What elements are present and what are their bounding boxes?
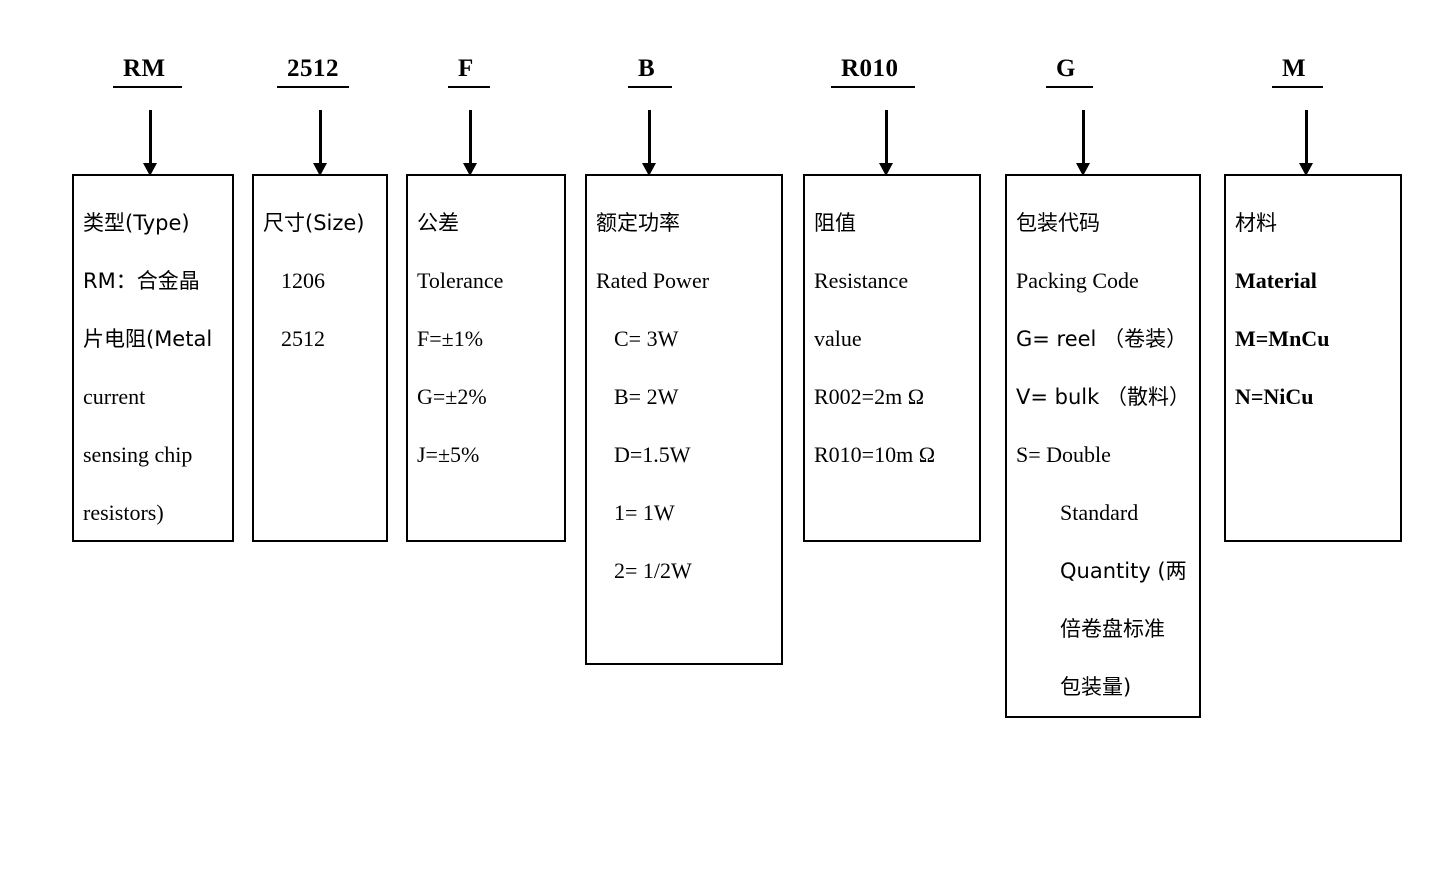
field-line: B= 2W (614, 384, 679, 409)
field-line: 倍卷盘标准 (1060, 617, 1165, 641)
part-code-label-rated-power: B (628, 54, 672, 88)
part-code-label-packing-code: G (1046, 54, 1093, 88)
field-line: F=±1% (417, 326, 484, 351)
field-line: M=MnCu (1235, 326, 1330, 351)
field-line: 尺寸(Size) (263, 211, 365, 235)
field-line: 1= 1W (614, 500, 675, 525)
field-line: 片电阻(Metal (83, 327, 213, 351)
part-code-label-material: M (1272, 54, 1323, 88)
field-line: J=±5% (417, 442, 480, 467)
part-code-label-tolerance: F (448, 54, 490, 88)
field-line: Rated Power (596, 268, 710, 293)
field-line: Packing Code (1016, 268, 1139, 293)
field-line: Resistance (814, 268, 909, 293)
field-box-type: 类型(Type) RM：合金晶 片电阻(Metal current sensin… (72, 174, 234, 542)
field-line: 2= 1/2W (614, 558, 692, 583)
field-box-material: 材料 Material M=MnCu N=NiCu (1224, 174, 1402, 542)
field-line: 类型(Type) (83, 211, 190, 235)
field-box-size: 尺寸(Size) 1206 2512 (252, 174, 388, 542)
field-line: sensing chip (83, 442, 193, 467)
arrow-down-icon-type (143, 110, 157, 176)
arrow-down-icon-packing-code (1076, 110, 1090, 176)
field-line: Material (1235, 268, 1317, 293)
field-line: value (814, 326, 862, 351)
field-line: current (83, 384, 146, 409)
field-line: D=1.5W (614, 442, 691, 467)
field-line: 公差 (417, 211, 459, 235)
field-line: R010=10m Ω (814, 442, 936, 467)
field-line: R002=2m Ω (814, 384, 925, 409)
field-line: 阻值 (814, 211, 856, 235)
arrow-down-icon-size (313, 110, 327, 176)
field-line: 包装代码 (1016, 211, 1100, 235)
arrow-down-icon-tolerance (463, 110, 477, 176)
field-line: Quantity (两 (1060, 559, 1187, 583)
field-line: 额定功率 (596, 211, 680, 235)
field-line: 2512 (281, 326, 325, 351)
part-code-label-type: RM (113, 54, 183, 88)
field-line: N=NiCu (1235, 384, 1314, 409)
field-line: RM：合金晶 (83, 269, 200, 293)
field-box-resistance-value: 阻值 Resistance value R002=2m Ω R010=10m Ω (803, 174, 981, 542)
field-line: G=±2% (417, 384, 487, 409)
field-line: G= reel （卷装） (1016, 327, 1188, 351)
field-line: 材料 (1235, 211, 1277, 235)
arrow-down-icon-rated-power (642, 110, 656, 176)
field-box-tolerance: 公差 Tolerance F=±1% G=±2% J=±5% (406, 174, 566, 542)
field-line: Standard (1060, 500, 1139, 525)
part-code-label-resistance-value: R010 (831, 54, 916, 88)
field-line: resistors) (83, 500, 164, 525)
field-line: C= 3W (614, 326, 679, 351)
field-line: 包装量) (1060, 675, 1132, 699)
part-code-label-size: 2512 (277, 54, 349, 88)
field-line: Tolerance (417, 268, 504, 293)
arrow-down-icon-resistance-value (879, 110, 893, 176)
arrow-down-icon-material (1299, 110, 1313, 176)
field-line: S= Double (1016, 442, 1111, 467)
field-box-rated-power: 额定功率 Rated Power C= 3W B= 2W D=1.5W 1= 1… (585, 174, 783, 665)
field-box-packing-code: 包装代码 Packing Code G= reel （卷装） V= bulk （… (1005, 174, 1201, 718)
field-line: V= bulk （散料） (1016, 385, 1190, 409)
field-line: 1206 (281, 268, 325, 293)
